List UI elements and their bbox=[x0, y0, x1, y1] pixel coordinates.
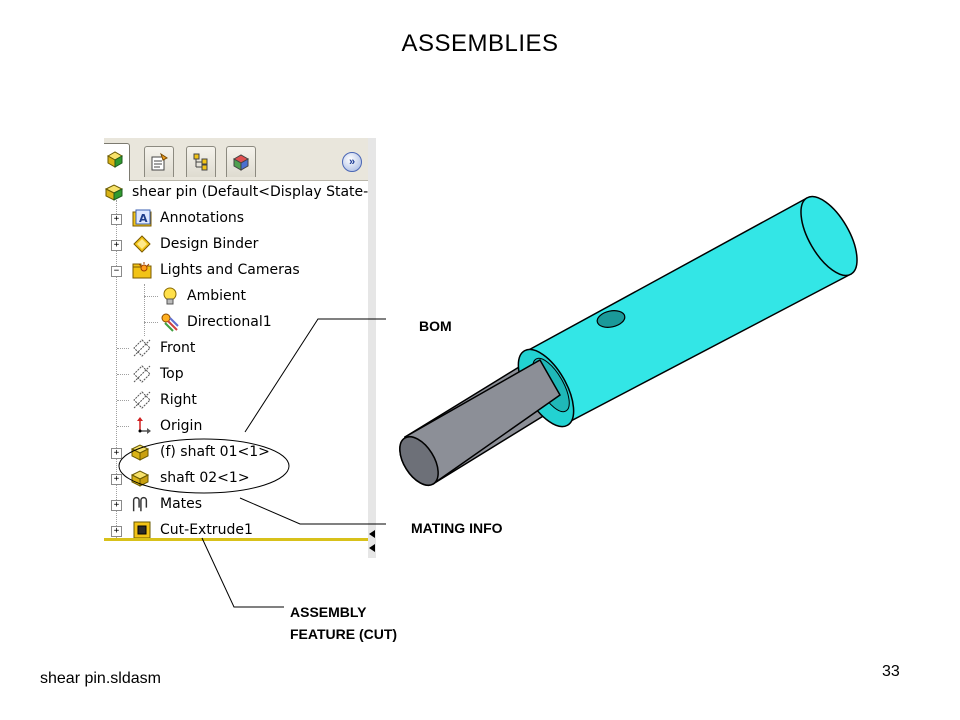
panel-resize-arrows[interactable] bbox=[367, 530, 377, 556]
expand-toggle[interactable]: + bbox=[111, 214, 122, 225]
origin-icon bbox=[137, 417, 151, 434]
tree-item-top-plane[interactable]: Top bbox=[104, 362, 368, 386]
cut-extrude-icon bbox=[133, 521, 151, 539]
feature-manager-tabbar: » bbox=[104, 138, 368, 181]
tree-item-mates[interactable]: + Mates bbox=[104, 492, 368, 516]
display-appearance-icon bbox=[232, 154, 250, 171]
expand-toggle[interactable]: + bbox=[111, 474, 122, 485]
part-component-icon bbox=[130, 444, 150, 461]
lightbulb-icon bbox=[163, 287, 177, 305]
tree-connector bbox=[144, 284, 145, 336]
tree-connector bbox=[117, 348, 129, 349]
tree-item-origin[interactable]: Origin bbox=[104, 414, 368, 438]
tree-item-shaft-02[interactable]: + shaft 02<1> bbox=[104, 466, 368, 490]
collapse-toggle[interactable]: − bbox=[111, 266, 122, 277]
assembly-cube-icon bbox=[106, 151, 124, 168]
mates-icon bbox=[132, 496, 148, 512]
plane-icon bbox=[133, 365, 151, 383]
tree-item-lights-and-cameras[interactable]: − Lights and Cameras bbox=[104, 258, 368, 282]
shaft-end-face bbox=[399, 436, 439, 486]
components-highlight-ellipse bbox=[118, 438, 290, 494]
mating-info-callout: MATING INFO bbox=[411, 520, 503, 536]
configurationmanager-tab[interactable] bbox=[186, 146, 216, 177]
assembly-feature-callout-line2: FEATURE (CUT) bbox=[290, 626, 398, 642]
bom-leader-line bbox=[244, 318, 386, 433]
configuration-icon bbox=[193, 153, 208, 171]
propertymanager-tab[interactable] bbox=[144, 146, 174, 177]
outer-tube bbox=[517, 195, 858, 428]
assembly-feature-callout-line1: ASSEMBLY bbox=[290, 604, 367, 620]
mating-info-leader-line bbox=[239, 497, 386, 525]
assembly-cube-icon bbox=[104, 184, 124, 201]
tree-connector bbox=[117, 374, 129, 375]
tree-item-annotations[interactable]: + A Annotations bbox=[104, 206, 368, 230]
tree-item-ambient[interactable]: Ambient bbox=[104, 284, 368, 308]
tree-item-design-binder[interactable]: + Design Binder bbox=[104, 232, 368, 256]
tree-item-directional1[interactable]: Directional1 bbox=[104, 310, 368, 334]
tree-item-shaft-01[interactable]: + (f) shaft 01<1> bbox=[104, 440, 368, 464]
pin-hole bbox=[596, 310, 626, 328]
featuremanager-tab[interactable] bbox=[104, 143, 130, 181]
plane-icon bbox=[133, 339, 151, 357]
tree-item-cut-extrude1[interactable]: + Cut-Extrude1 bbox=[104, 518, 368, 542]
assembly-feature-leader-line bbox=[201, 537, 284, 608]
tree-connector bbox=[144, 322, 158, 323]
rollback-bar[interactable] bbox=[104, 538, 368, 541]
bom-callout: BOM bbox=[419, 318, 452, 334]
tree-connector bbox=[117, 426, 129, 427]
tree-connector bbox=[116, 200, 117, 540]
expand-toggle[interactable]: + bbox=[111, 240, 122, 251]
expand-panel-button[interactable]: » bbox=[342, 152, 362, 172]
expand-toggle[interactable]: + bbox=[111, 448, 122, 459]
tree-root-label: shear pin (Default<Display State- bbox=[132, 184, 368, 200]
plane-icon bbox=[133, 391, 151, 409]
lights-folder-icon bbox=[132, 262, 152, 279]
annotation-a-icon: A bbox=[132, 209, 152, 227]
expand-toggle[interactable]: + bbox=[111, 500, 122, 511]
directional-light-icon bbox=[161, 313, 179, 332]
design-binder-icon bbox=[133, 235, 151, 253]
file-name: shear pin.sldasm bbox=[40, 670, 161, 687]
feature-manager-panel: » shear pin (Default<Display State- + A … bbox=[104, 138, 368, 542]
panel-scroll-track[interactable] bbox=[368, 138, 376, 558]
tree-connector bbox=[144, 296, 158, 297]
property-sheet-icon bbox=[151, 152, 168, 171]
displaymanager-tab[interactable] bbox=[226, 146, 256, 177]
tree-item-front-plane[interactable]: Front bbox=[104, 336, 368, 360]
expand-toggle[interactable]: + bbox=[111, 526, 122, 537]
svg-text:A: A bbox=[139, 212, 148, 225]
tree-connector bbox=[117, 400, 129, 401]
tree-item-right-plane[interactable]: Right bbox=[104, 388, 368, 412]
slide-title: ASSEMBLIES bbox=[401, 30, 559, 57]
page-number: 33 bbox=[882, 663, 900, 680]
